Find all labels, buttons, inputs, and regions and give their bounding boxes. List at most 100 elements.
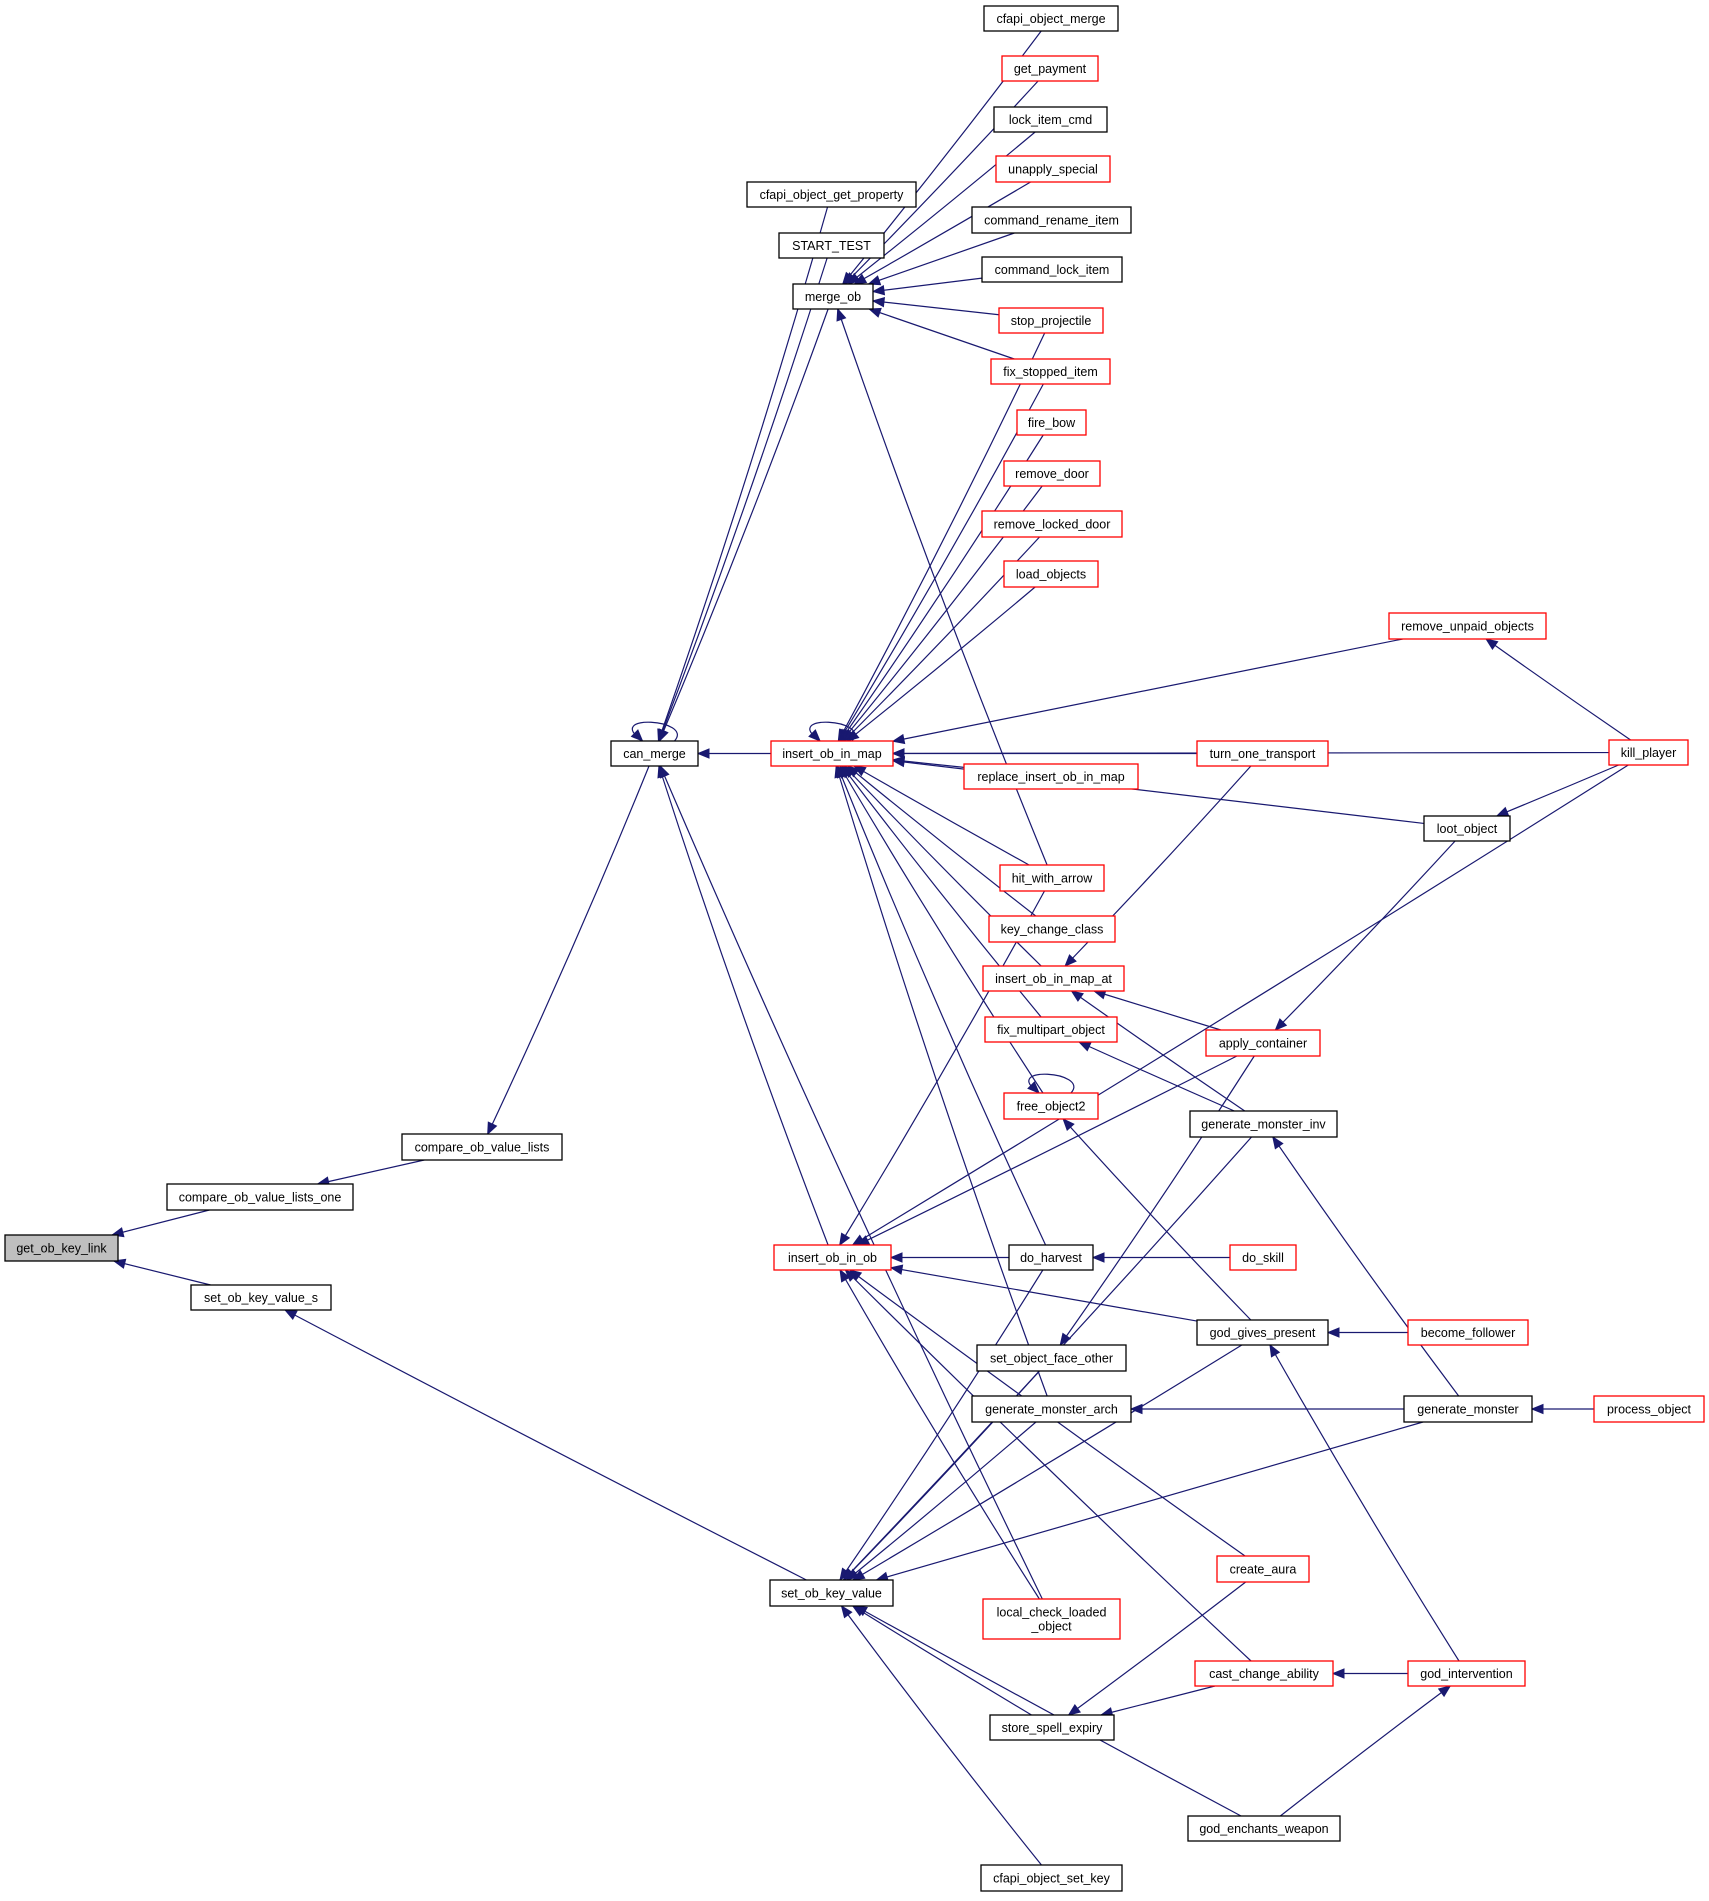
node-box[interactable] bbox=[1229, 1244, 1297, 1271]
node-insert_ob_in_ob[interactable]: insert_ob_in_ob bbox=[773, 1244, 892, 1271]
node-box[interactable] bbox=[769, 1579, 894, 1607]
node-cfapi_object_set_key[interactable]: cfapi_object_set_key bbox=[980, 1864, 1123, 1892]
node-get_ob_key_link[interactable]: get_ob_key_link bbox=[4, 1234, 119, 1262]
node-god_gives_present[interactable]: god_gives_present bbox=[1196, 1319, 1329, 1346]
node-box[interactable] bbox=[1593, 1395, 1705, 1423]
node-box[interactable] bbox=[1001, 55, 1099, 82]
node-generate_monster_inv[interactable]: generate_monster_inv bbox=[1189, 1110, 1338, 1138]
node-remove_door[interactable]: remove_door bbox=[1003, 460, 1101, 487]
node-box[interactable] bbox=[988, 915, 1116, 943]
node-command_lock_item[interactable]: command_lock_item bbox=[981, 256, 1123, 283]
node-box[interactable] bbox=[4, 1234, 119, 1262]
node-fire_bow[interactable]: fire_bow bbox=[1016, 409, 1087, 436]
node-box[interactable] bbox=[1216, 1555, 1310, 1583]
node-box[interactable] bbox=[981, 256, 1123, 283]
node-remove_locked_door[interactable]: remove_locked_door bbox=[981, 510, 1123, 538]
node-box[interactable] bbox=[792, 283, 874, 310]
node-box[interactable] bbox=[1194, 1660, 1334, 1687]
node-insert_ob_in_map_at[interactable]: insert_ob_in_map_at bbox=[982, 965, 1125, 992]
node-box[interactable] bbox=[993, 106, 1108, 133]
node-box[interactable] bbox=[982, 965, 1125, 992]
node-get_payment[interactable]: get_payment bbox=[1001, 55, 1099, 82]
node-insert_ob_in_map[interactable]: insert_ob_in_map bbox=[770, 740, 894, 767]
node-compare_ob_value_lists[interactable]: compare_ob_value_lists bbox=[401, 1133, 563, 1161]
node-box[interactable] bbox=[778, 232, 885, 259]
node-box[interactable] bbox=[1205, 1029, 1321, 1057]
node-box[interactable] bbox=[976, 1344, 1127, 1372]
node-box[interactable] bbox=[1423, 815, 1511, 842]
node-do_harvest[interactable]: do_harvest bbox=[1008, 1244, 1094, 1271]
node-box[interactable] bbox=[1407, 1660, 1526, 1687]
node-box[interactable] bbox=[971, 1395, 1132, 1423]
node-load_objects[interactable]: load_objects bbox=[1003, 560, 1099, 588]
node-box[interactable] bbox=[1388, 612, 1547, 640]
node-box[interactable] bbox=[980, 1864, 1123, 1892]
node-box[interactable] bbox=[982, 1598, 1121, 1640]
node-can_merge[interactable]: can_merge bbox=[610, 740, 699, 767]
node-box[interactable] bbox=[190, 1284, 332, 1311]
node-box[interactable] bbox=[1189, 1110, 1338, 1138]
node-box[interactable] bbox=[983, 5, 1119, 32]
node-box[interactable] bbox=[166, 1183, 354, 1211]
node-box[interactable] bbox=[1187, 1815, 1341, 1842]
node-box[interactable] bbox=[1196, 740, 1329, 767]
node-apply_container[interactable]: apply_container bbox=[1205, 1029, 1321, 1057]
node-hit_with_arrow[interactable]: hit_with_arrow bbox=[999, 864, 1105, 892]
node-box[interactable] bbox=[1196, 1319, 1329, 1346]
node-box[interactable] bbox=[1008, 1244, 1094, 1271]
node-box[interactable] bbox=[999, 864, 1105, 892]
node-box[interactable] bbox=[1003, 460, 1101, 487]
node-set_ob_key_value[interactable]: set_ob_key_value bbox=[769, 1579, 894, 1607]
node-cast_change_ability[interactable]: cast_change_ability bbox=[1194, 1660, 1334, 1687]
node-lock_item_cmd[interactable]: lock_item_cmd bbox=[993, 106, 1108, 133]
node-box[interactable] bbox=[995, 155, 1111, 183]
node-generate_monster[interactable]: generate_monster bbox=[1403, 1395, 1533, 1423]
node-START_TEST[interactable]: START_TEST bbox=[778, 232, 885, 259]
node-box[interactable] bbox=[1003, 560, 1099, 588]
node-god_intervention[interactable]: god_intervention bbox=[1407, 1660, 1526, 1687]
node-box[interactable] bbox=[989, 1714, 1115, 1741]
node-god_enchants_weapon[interactable]: god_enchants_weapon bbox=[1187, 1815, 1341, 1842]
node-free_object2[interactable]: free_object2 bbox=[1003, 1092, 1099, 1120]
node-loot_object[interactable]: loot_object bbox=[1423, 815, 1511, 842]
node-cfapi_object_merge[interactable]: cfapi_object_merge bbox=[983, 5, 1119, 32]
node-turn_one_transport[interactable]: turn_one_transport bbox=[1196, 740, 1329, 767]
node-box[interactable] bbox=[998, 307, 1104, 334]
node-box[interactable] bbox=[971, 206, 1132, 234]
node-fix_stopped_item[interactable]: fix_stopped_item bbox=[990, 358, 1111, 385]
node-stop_projectile[interactable]: stop_projectile bbox=[998, 307, 1104, 334]
node-box[interactable] bbox=[963, 763, 1139, 790]
node-box[interactable] bbox=[770, 740, 894, 767]
node-do_skill[interactable]: do_skill bbox=[1229, 1244, 1297, 1271]
node-set_object_face_other[interactable]: set_object_face_other bbox=[976, 1344, 1127, 1372]
node-generate_monster_arch[interactable]: generate_monster_arch bbox=[971, 1395, 1132, 1423]
node-cfapi_object_get_property[interactable]: cfapi_object_get_property bbox=[746, 181, 917, 208]
node-box[interactable] bbox=[746, 181, 917, 208]
node-local_check_loaded_object[interactable]: local_check_loaded_object bbox=[982, 1598, 1121, 1640]
node-store_spell_expiry[interactable]: store_spell_expiry bbox=[989, 1714, 1115, 1741]
node-box[interactable] bbox=[1016, 409, 1087, 436]
node-replace_insert_ob_in_map[interactable]: replace_insert_ob_in_map bbox=[963, 763, 1139, 790]
node-key_change_class[interactable]: key_change_class bbox=[988, 915, 1116, 943]
node-box[interactable] bbox=[981, 510, 1123, 538]
node-box[interactable] bbox=[1608, 739, 1689, 766]
node-box[interactable] bbox=[401, 1133, 563, 1161]
node-become_follower[interactable]: become_follower bbox=[1407, 1319, 1529, 1346]
node-box[interactable] bbox=[1003, 1092, 1099, 1120]
node-command_rename_item[interactable]: command_rename_item bbox=[971, 206, 1132, 234]
node-kill_player[interactable]: kill_player bbox=[1608, 739, 1689, 766]
node-create_aura[interactable]: create_aura bbox=[1216, 1555, 1310, 1583]
node-box[interactable] bbox=[610, 740, 699, 767]
node-merge_ob[interactable]: merge_ob bbox=[792, 283, 874, 310]
node-remove_unpaid_objects[interactable]: remove_unpaid_objects bbox=[1388, 612, 1547, 640]
node-compare_ob_value_lists_one[interactable]: compare_ob_value_lists_one bbox=[166, 1183, 354, 1211]
node-box[interactable] bbox=[1407, 1319, 1529, 1346]
node-box[interactable] bbox=[984, 1016, 1118, 1043]
node-box[interactable] bbox=[990, 358, 1111, 385]
node-fix_multipart_object[interactable]: fix_multipart_object bbox=[984, 1016, 1118, 1043]
node-unapply_special[interactable]: unapply_special bbox=[995, 155, 1111, 183]
node-process_object[interactable]: process_object bbox=[1593, 1395, 1705, 1423]
node-box[interactable] bbox=[1403, 1395, 1533, 1423]
node-set_ob_key_value_s[interactable]: set_ob_key_value_s bbox=[190, 1284, 332, 1311]
node-box[interactable] bbox=[773, 1244, 892, 1271]
